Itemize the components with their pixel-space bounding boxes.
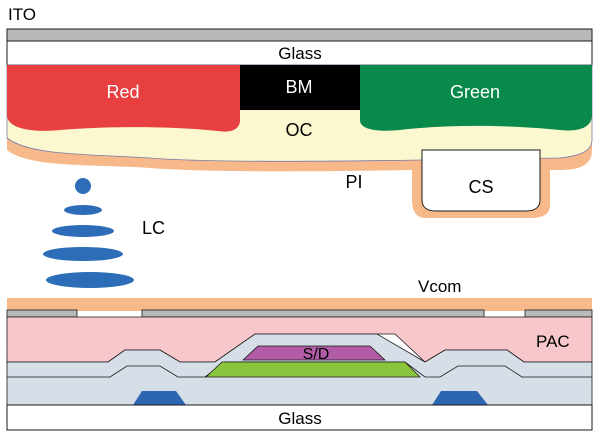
glass-bottom-layer <box>6 404 593 431</box>
gate-electrode-left <box>133 391 186 405</box>
source-drain <box>241 345 387 361</box>
pi-layer-bottom <box>7 298 592 311</box>
glass-bottom-label: Glass <box>278 409 321 428</box>
ito-layer <box>6 28 593 42</box>
red-label: Red <box>106 82 139 102</box>
cs-label: CS <box>468 177 493 197</box>
bm-label: BM <box>286 77 313 97</box>
lc-molecule-4 <box>43 247 123 261</box>
oc-label: OC <box>286 120 313 140</box>
sd-label: S/D <box>303 346 330 363</box>
vcom-segment-1 <box>6 309 78 318</box>
gate-electrode-right <box>432 391 488 405</box>
vcom-segment-3 <box>524 309 593 318</box>
lc-molecule-1 <box>75 178 91 194</box>
lc-molecule-5 <box>46 272 134 288</box>
green-filter <box>360 65 592 131</box>
cs-spacer <box>421 149 541 212</box>
lc-molecule-2 <box>64 205 102 215</box>
lc-label: LC <box>142 218 165 238</box>
vcom-label: Vcom <box>418 277 461 296</box>
semiconductor-layer <box>204 361 421 378</box>
lc-molecule-3 <box>52 225 114 237</box>
glass-top-label: Glass <box>278 44 321 63</box>
pi-label: PI <box>345 172 362 192</box>
glass-top-layer <box>6 40 593 66</box>
ito-label: ITO <box>8 5 36 24</box>
lc-molecules <box>43 178 134 288</box>
green-label: Green <box>450 82 500 102</box>
red-filter <box>7 65 240 132</box>
black-matrix <box>240 65 360 110</box>
vcom-segment-2 <box>141 309 485 318</box>
pac-label: PAC <box>536 332 570 351</box>
